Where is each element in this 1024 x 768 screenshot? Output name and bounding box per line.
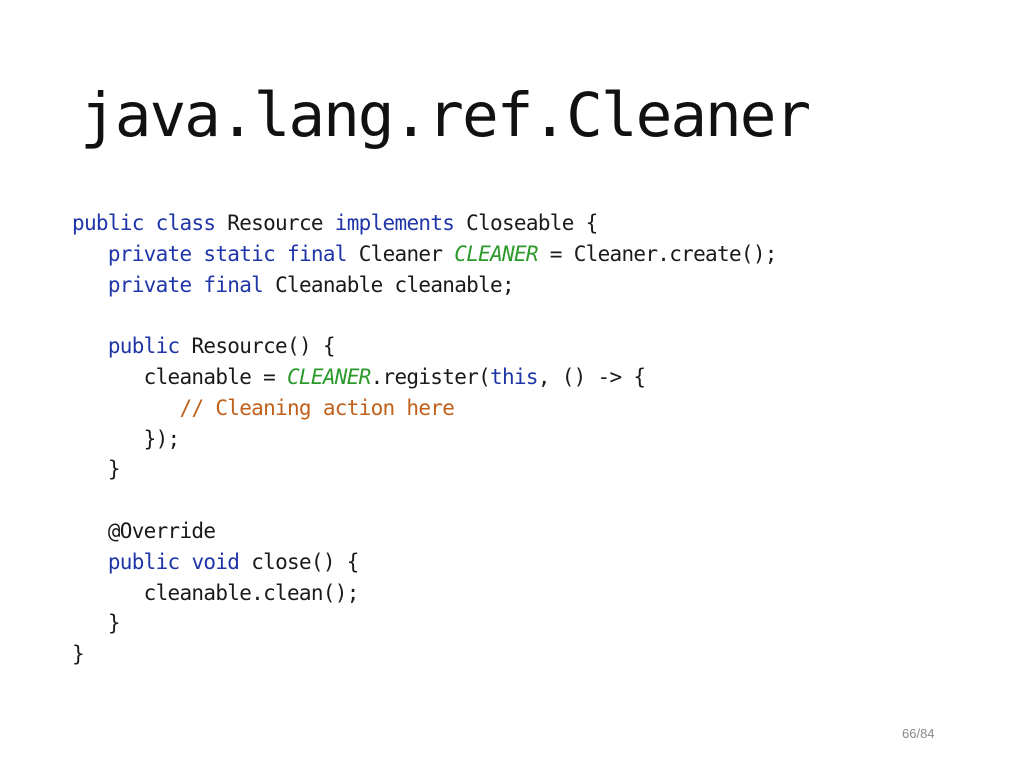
code-text: = Cleaner.create(); — [537, 241, 778, 266]
code-line: ​ — [72, 485, 777, 516]
code-text: } — [72, 642, 85, 667]
code-text — [275, 242, 287, 266]
code-text: Cleaner — [346, 241, 455, 266]
code-text: } — [72, 611, 121, 636]
code-keyword: private — [107, 272, 192, 297]
code-keyword: void — [191, 549, 240, 574]
code-constant: CLEANER — [286, 364, 371, 389]
code-comment: // Cleaning action here — [179, 395, 455, 420]
code-text: @Override — [72, 518, 216, 543]
code-text: } — [72, 457, 121, 482]
code-line: private final Cleanable cleanable; — [72, 270, 777, 301]
code-text: }); — [72, 426, 181, 451]
code-line: } — [72, 608, 777, 639]
code-line: public Resource() { — [72, 331, 777, 362]
code-keyword: class — [155, 211, 216, 235]
code-block: public class Resource implements Closeab… — [72, 208, 777, 670]
slide-title: java.lang.ref.Cleaner — [80, 80, 811, 151]
code-line: public class Resource implements Closeab… — [72, 208, 777, 239]
code-line: cleanable.clean(); — [72, 578, 777, 609]
code-text: close() { — [239, 549, 359, 574]
code-keyword: public — [107, 334, 180, 359]
code-keyword: private — [107, 241, 192, 266]
code-line: @Override — [72, 516, 777, 547]
code-text — [72, 334, 108, 358]
code-text: Resource — [215, 211, 335, 235]
code-constant: CLEANER — [454, 241, 538, 266]
code-keyword: public — [107, 549, 180, 574]
code-text — [72, 396, 180, 420]
page-number: 66/84 — [902, 726, 935, 741]
code-text — [144, 211, 156, 235]
code-text: Cleanable cleanable; — [263, 272, 515, 297]
code-text: cleanable.clean(); — [72, 580, 360, 605]
code-text — [72, 242, 108, 266]
code-keyword: implements — [334, 211, 455, 235]
code-line: cleanable = CLEANER.register(this, () ->… — [72, 362, 777, 393]
code-keyword: this — [490, 364, 538, 389]
code-text — [191, 242, 203, 266]
code-text: Closeable { — [454, 211, 598, 235]
code-text — [72, 273, 108, 297]
code-keyword: static — [203, 241, 276, 266]
code-line: } — [72, 454, 777, 485]
code-line: } — [72, 639, 777, 670]
code-line: ​ — [72, 300, 777, 331]
code-keyword: final — [287, 241, 347, 266]
code-text — [191, 273, 203, 297]
code-text — [72, 550, 108, 574]
code-text: .register( — [370, 364, 491, 389]
code-line: private static final Cleaner CLEANER = C… — [72, 239, 778, 270]
code-text: Resource() { — [179, 334, 335, 359]
code-text: cleanable = — [72, 364, 287, 389]
code-keyword: final — [203, 272, 264, 297]
code-line: public void close() { — [72, 547, 777, 578]
code-keyword: public — [72, 211, 144, 235]
code-line: // Cleaning action here — [72, 393, 777, 424]
code-line: }); — [72, 424, 777, 455]
code-text — [180, 550, 192, 574]
code-text: , () -> { — [537, 364, 646, 389]
